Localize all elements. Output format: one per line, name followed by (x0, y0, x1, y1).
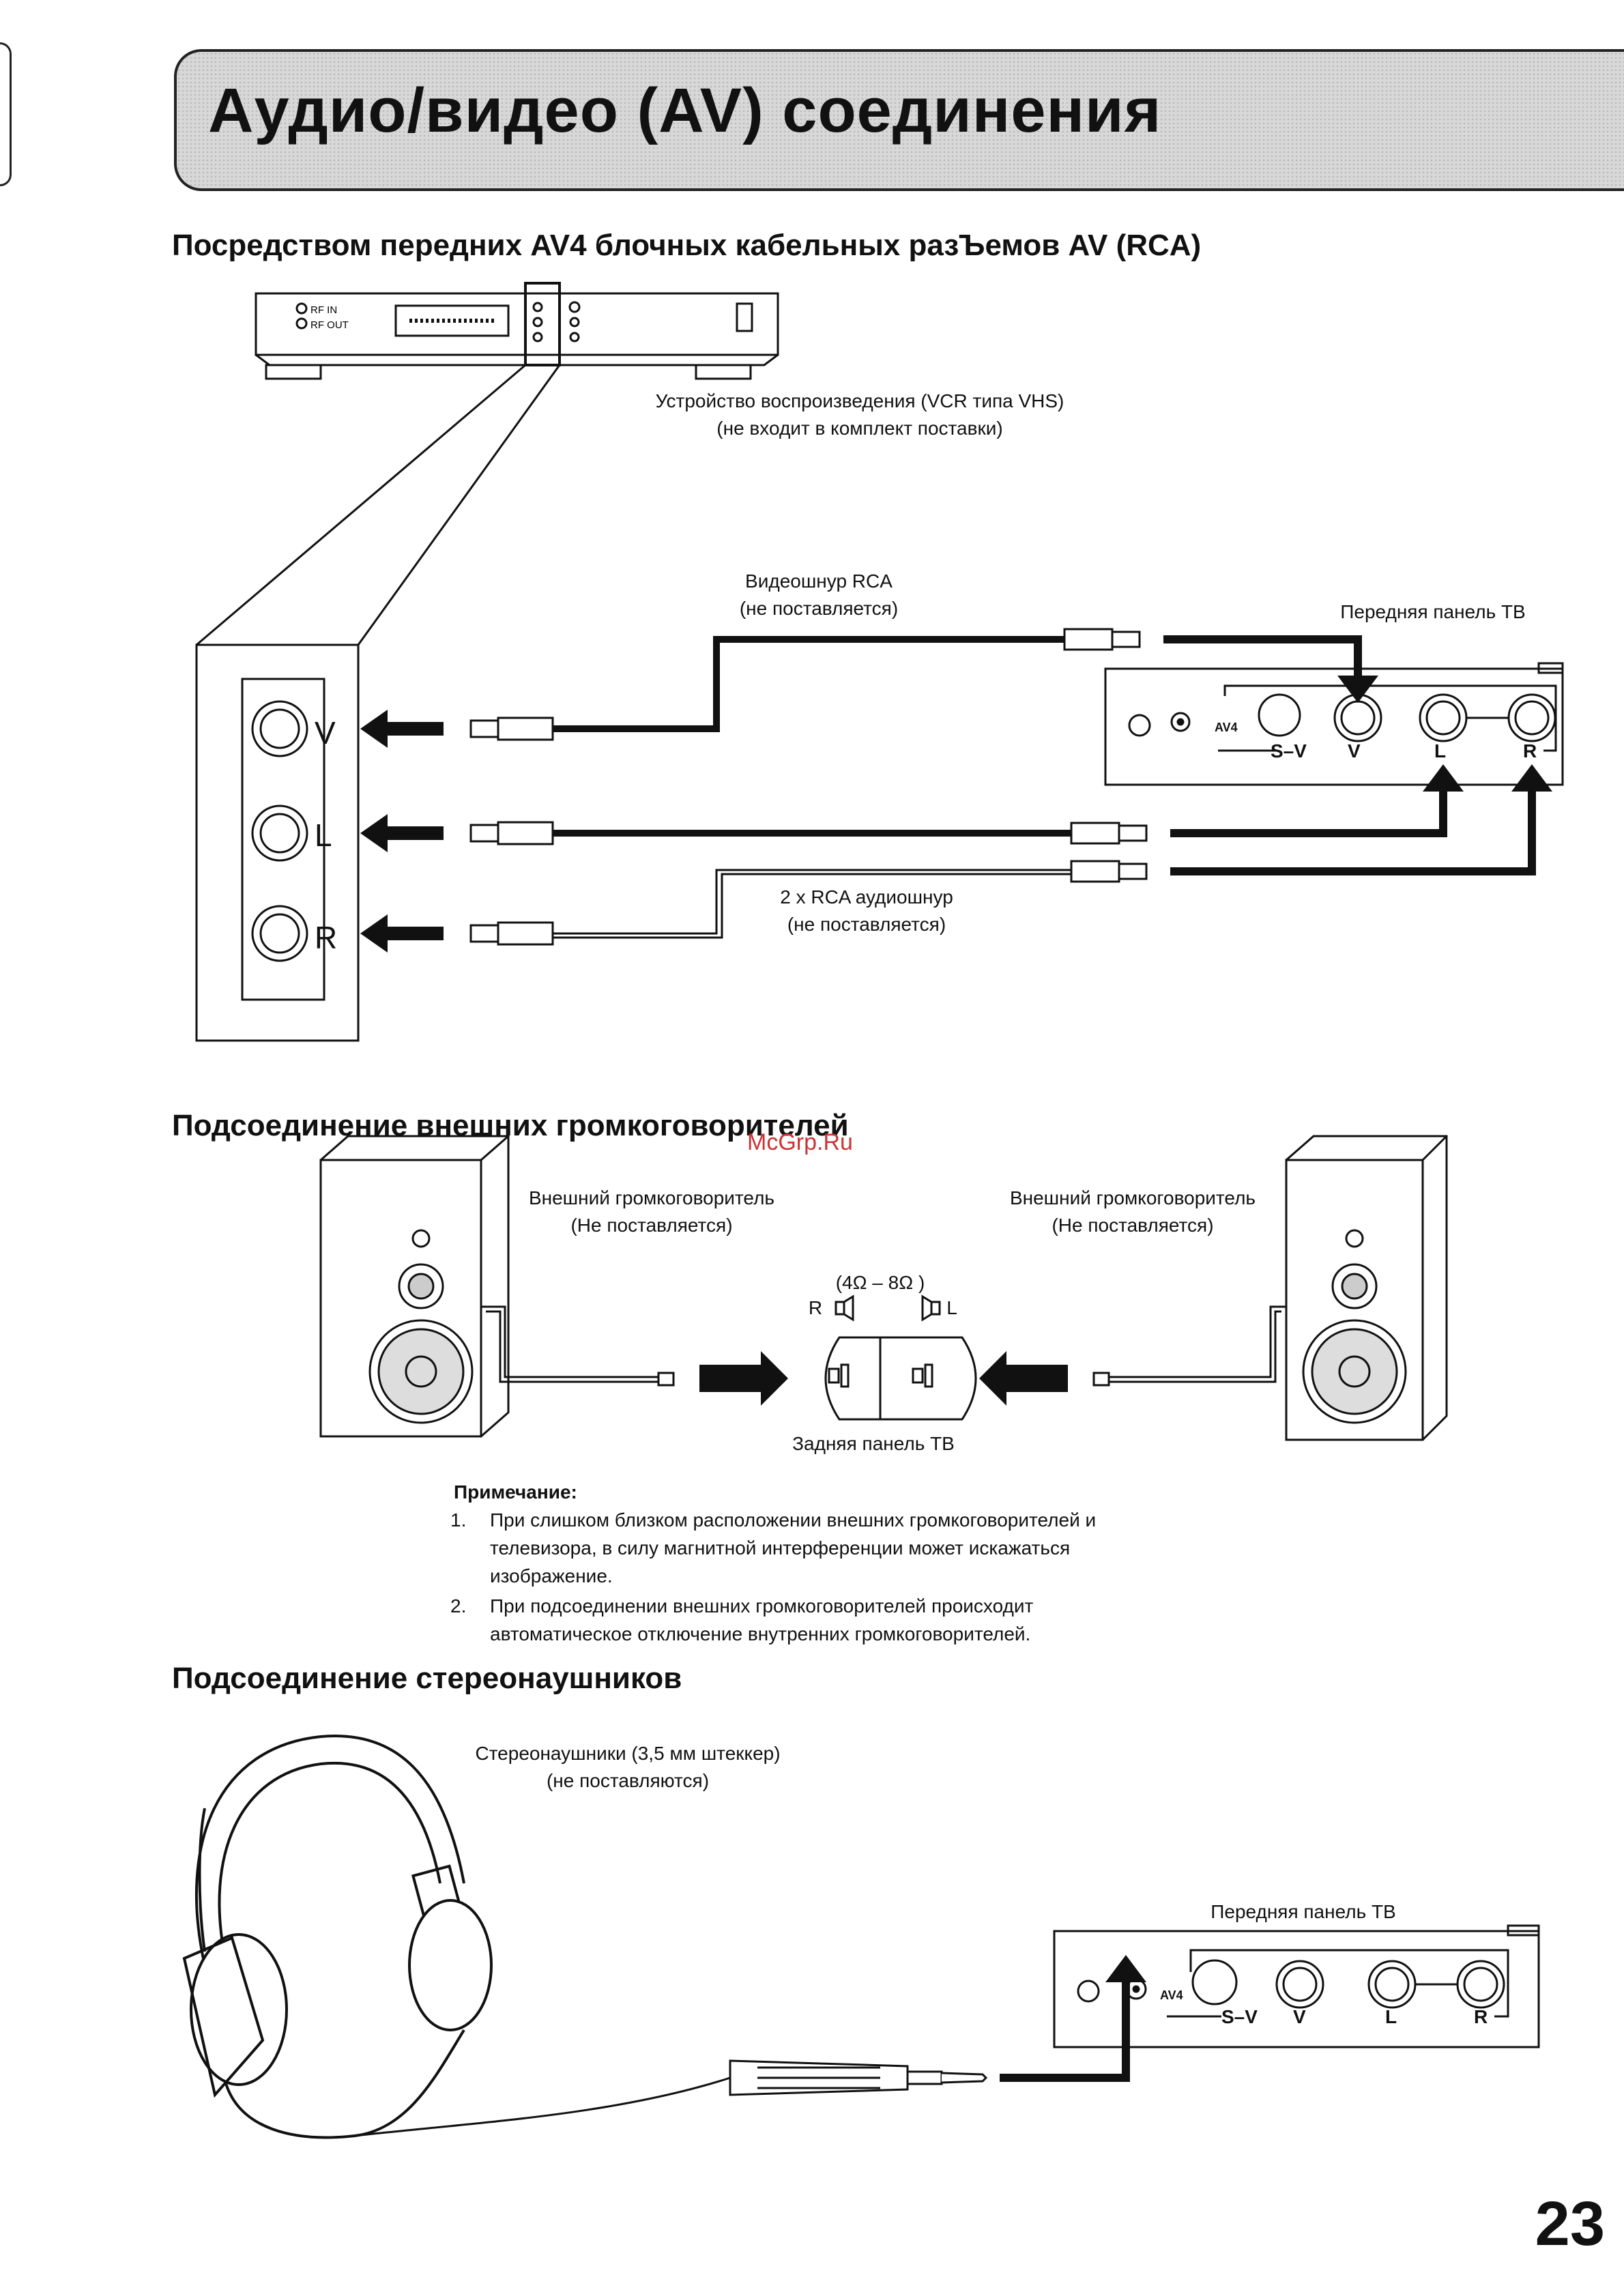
tv2-r-label: R (1474, 2006, 1488, 2027)
tv2-l-label: L (1385, 2006, 1397, 2027)
headphones-caption: Стереонаушники (3,5 мм штеккер) (не пост… (437, 1740, 819, 1795)
impedance-label: (4Ω – 8Ω ) (835, 1272, 925, 1293)
audio-cable-line-1: 2 x RCA аудиошнур (780, 886, 953, 908)
section-av-heading: Посредством передних AV4 блочных кабельн… (172, 229, 1202, 262)
speaker-terminal (824, 1294, 977, 1421)
tv-front-panel-1 (1104, 662, 1564, 786)
vcr-input-arrows (360, 710, 444, 953)
note-item-1: 1. При слишком близком расположении внеш… (450, 1506, 1096, 1590)
watermark: McGrp.Ru (747, 1129, 853, 1155)
note-item-2-line-1: При подсоединении внешних громкоговорите… (490, 1595, 1034, 1617)
video-cable-line-2: (не поставляется) (739, 598, 899, 619)
right-speaker-line-1: Внешний громкоговоритель (1009, 1187, 1256, 1208)
left-speaker-line-1: Внешний громкоговоритель (528, 1187, 775, 1208)
left-speaker (319, 1135, 510, 1438)
note-heading: Примечание: (454, 1481, 577, 1503)
title-band (174, 49, 1624, 191)
tv1-sv-label: S–V (1271, 740, 1307, 762)
tv-front-panel-label-2: Передняя панель ТВ (1210, 1901, 1396, 1922)
rca-plugs-vcr-side (469, 716, 554, 946)
speaker-r-label: R (808, 1297, 823, 1318)
tv1-av4-label: AV4 (1215, 721, 1238, 734)
headphone-plug (354, 2059, 988, 2137)
speaker-l-label: L (946, 1297, 957, 1318)
tv1-l-label: L (1434, 740, 1446, 762)
right-speaker (1285, 1135, 1448, 1441)
headphone-arrow-line (1000, 1982, 1130, 2082)
headphones-caption-line-2: (не поставляются) (546, 1770, 710, 1791)
tv2-v-label: V (1293, 2006, 1306, 2027)
speaker-wires (481, 1305, 1286, 1383)
jack-l-label: L (315, 817, 332, 853)
tv1-r-label: R (1523, 740, 1537, 762)
vcr-jack-panel (241, 678, 325, 1001)
speaker-arrows (699, 1351, 1068, 1406)
rear-panel-label: Задняя панель ТВ (792, 1433, 955, 1454)
left-speaker-line-2: (Не поставляется) (570, 1215, 733, 1236)
vcr-caption-line-1: Устройство воспроизведения (VCR типа VHS… (655, 390, 1064, 411)
tv-front-panel-label: Передняя панель ТВ (1340, 601, 1526, 622)
note-item-2-line-2: автоматическое отключение внутренних гро… (490, 1623, 1031, 1644)
tv2-av4-label: AV4 (1160, 1988, 1183, 2002)
note-item-1-num: 1. (450, 1509, 467, 1531)
vcr-device (255, 282, 779, 380)
vcr-caption: Устройство воспроизведения (VCR типа VHS… (614, 388, 1105, 442)
audio-cable-caption: 2 x RCA аудиошнур (не поставляется) (716, 884, 1017, 938)
note-item-1-line-1: При слишком близком расположении внешних… (490, 1509, 1097, 1531)
vcr-caption-line-2: (не входит в комплект поставки) (716, 418, 1003, 439)
left-speaker-caption: Внешний громкоговоритель (Не поставляетс… (471, 1185, 832, 1239)
vcr-rf-in-label: RF IN (310, 304, 337, 316)
tv-connector-arrows (1163, 635, 1536, 875)
video-cable-caption: Видеошнур RCA (не поставляется) (682, 568, 955, 622)
headphones-caption-line-1: Стереонаушники (3,5 мм штеккер) (475, 1743, 781, 1764)
zoom-callout-lines (195, 364, 561, 1042)
audio-cable-line-2: (не поставляется) (787, 914, 946, 935)
note-item-2-num: 2. (450, 1595, 467, 1617)
note-item-2: 2. При подсоединении внешних громкоговор… (450, 1592, 1033, 1648)
headphones (182, 1735, 493, 2139)
page-number: 23 (1535, 2189, 1605, 2259)
rca-plugs-tv-side (1063, 628, 1148, 883)
jack-r-label: R (315, 920, 337, 955)
tv-front-panel-2 (1053, 1924, 1540, 2048)
tv2-sv-label: S–V (1221, 2006, 1258, 2027)
video-cable-line-1: Видеошнур RCA (745, 570, 893, 592)
tv1-v-label: V (1348, 740, 1361, 762)
note-item-1-line-2: телевизора, в силу магнитной интерференц… (490, 1537, 1071, 1559)
vcr-rf-out-label: RF OUT (310, 319, 349, 331)
headphone-arrow-head (1105, 1955, 1146, 1982)
section-headphones-heading: Подсоединение стереонаушников (172, 1662, 682, 1695)
section-speakers-heading: Подсоединение внешних громкоговорителей (172, 1109, 849, 1142)
av-cables (553, 636, 1071, 939)
note-item-1-line-3: изображение. (490, 1565, 613, 1586)
right-speaker-line-2: (Не поставляется) (1052, 1215, 1214, 1236)
speaker-plugs (657, 1372, 1110, 1387)
jack-v-label: V (315, 715, 336, 751)
right-speaker-caption: Внешний громкоговоритель (Не поставляетс… (952, 1185, 1314, 1239)
page-title: Аудио/видео (AV) соединения (208, 76, 1162, 145)
